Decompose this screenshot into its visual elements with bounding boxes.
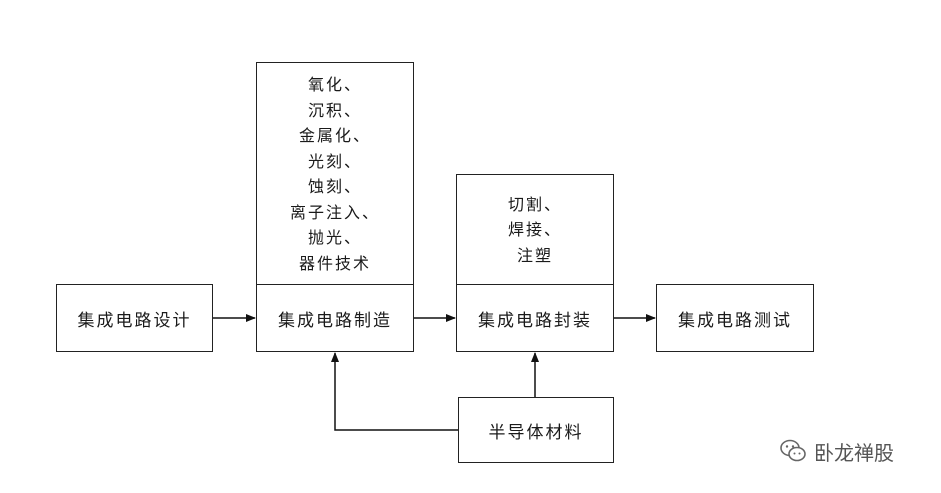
- manufacture-step: 抛光、: [307, 228, 362, 247]
- node-manufacture: 集成电路制造: [256, 284, 414, 352]
- package-step: 焊接、: [507, 220, 562, 240]
- manufacture-step: 离子注入、: [289, 202, 380, 222]
- node-label: 集成电路测试: [678, 310, 792, 331]
- node-label: 集成电路设计: [77, 310, 192, 331]
- manufacture-steps-box: 氧化、 沉积、 金属化、 光刻、 蚀刻、 离子注入、 抛光、 器件技术: [256, 62, 414, 286]
- package-step: 注塑: [516, 245, 553, 265]
- package-step: 切割、: [507, 194, 562, 214]
- node-label: 集成电路封装: [478, 310, 592, 331]
- node-test: 集成电路测试: [656, 284, 814, 352]
- arrow-material-to-manufacture: [331, 352, 459, 431]
- node-label: 集成电路制造: [278, 310, 392, 331]
- manufacture-step: 蚀刻、: [307, 177, 362, 196]
- manufacture-step: 沉积、: [307, 100, 362, 120]
- node-material: 半导体材料: [458, 397, 614, 463]
- manufacture-step: 器件技术: [298, 253, 371, 273]
- manufacture-step: 金属化、: [298, 126, 371, 145]
- manufacture-step: 光刻、: [307, 151, 362, 171]
- node-label: 半导体材料: [488, 422, 584, 443]
- node-package: 集成电路封装: [456, 284, 614, 352]
- wechat-icon: [780, 439, 806, 462]
- package-steps-box: 切割、 焊接、 注塑: [456, 174, 614, 286]
- manufacture-step: 氧化、: [307, 75, 362, 94]
- watermark: 卧龙禅股: [778, 436, 894, 466]
- watermark-text: 卧龙禅股: [814, 440, 894, 465]
- node-design: 集成电路设计: [56, 284, 213, 352]
